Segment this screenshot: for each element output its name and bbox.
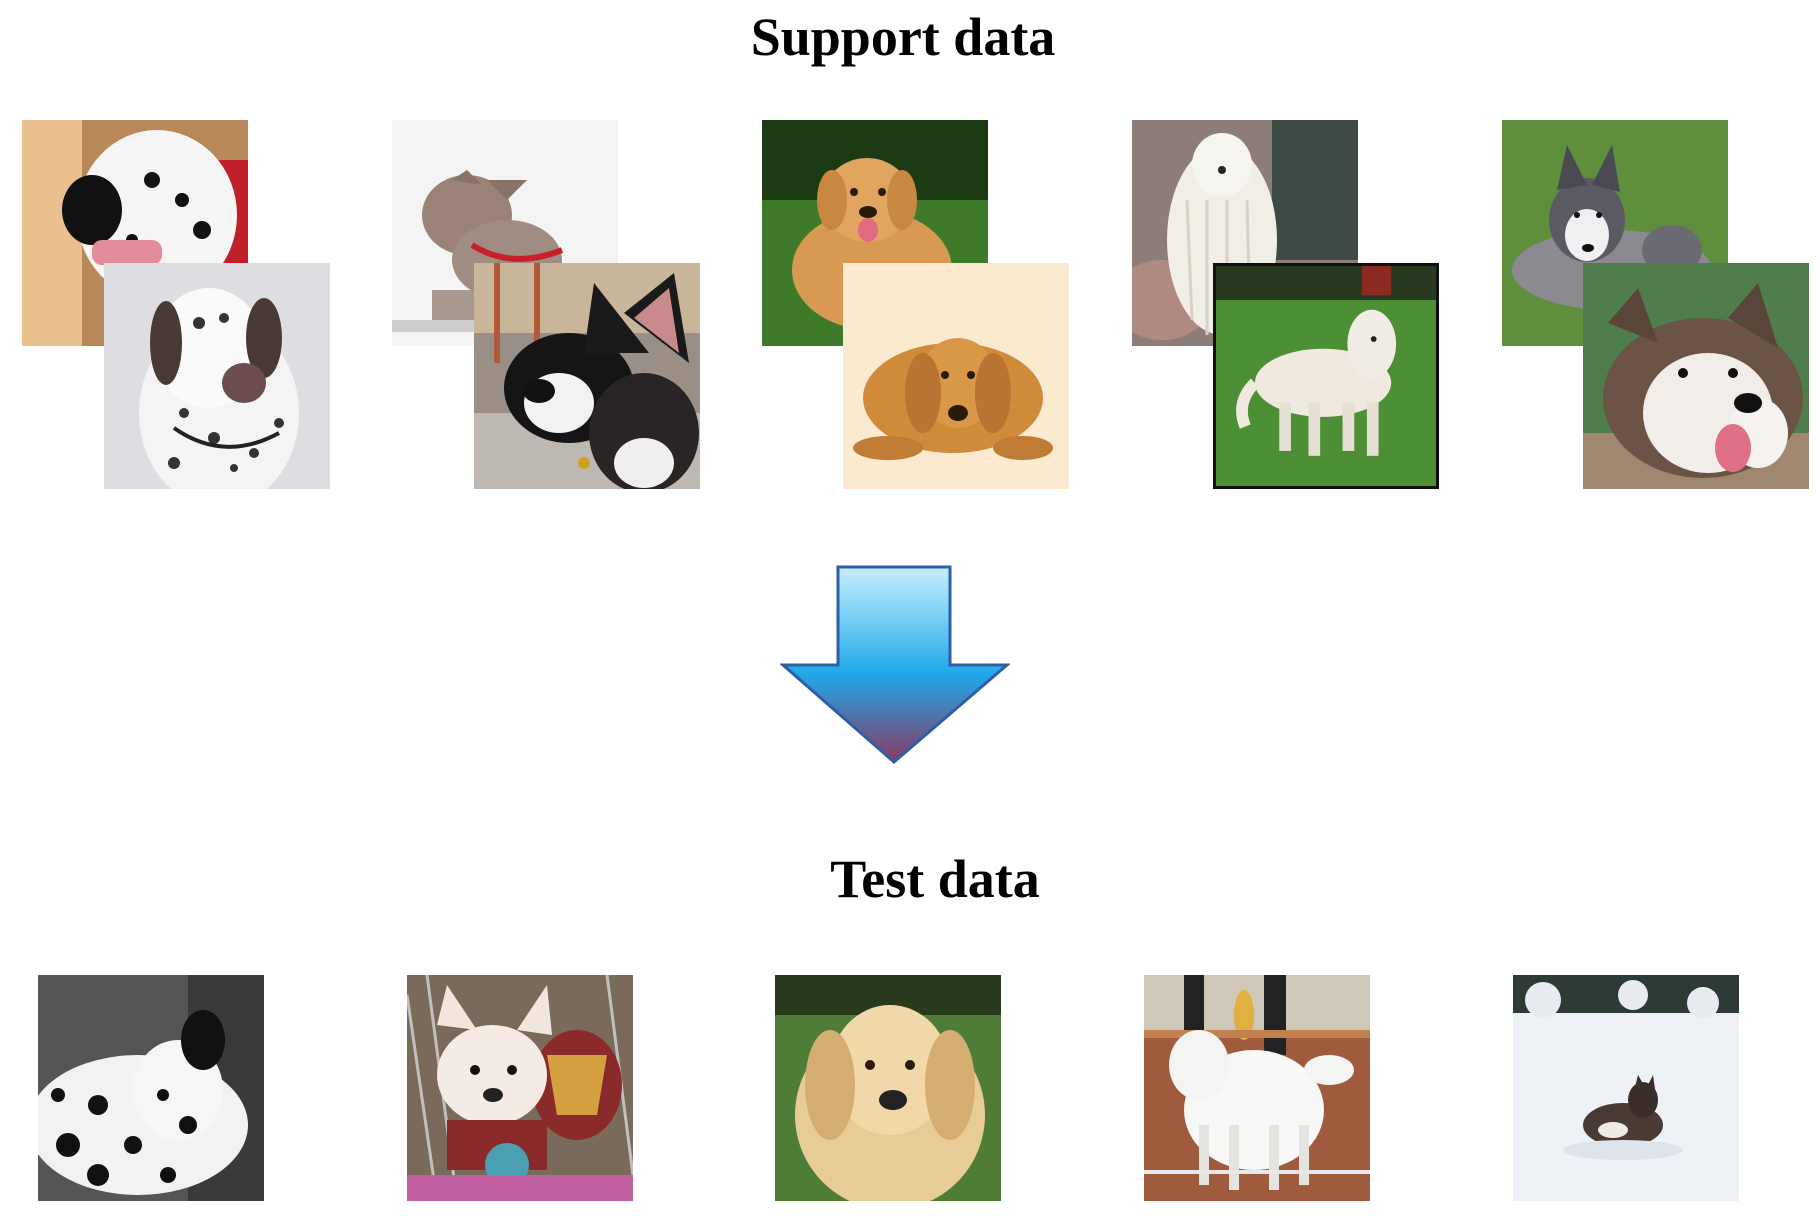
golden-retriever-photo-icon	[843, 263, 1069, 489]
support-data-title: Support data	[750, 7, 1056, 67]
bulldog-photo-icon	[474, 263, 700, 489]
husky-photo-icon	[1513, 975, 1739, 1201]
test-komondor	[1144, 975, 1370, 1201]
komondor-photo-icon	[1144, 975, 1370, 1201]
support-dalmatian-front	[104, 263, 330, 489]
golden-retriever-photo-icon	[775, 975, 1001, 1201]
husky-photo-icon	[1583, 263, 1809, 489]
down-arrow-icon	[780, 565, 1010, 764]
support-golden-front	[843, 263, 1069, 489]
support-komondor-front	[1213, 263, 1439, 489]
bulldog-photo-icon	[407, 975, 633, 1201]
test-golden	[775, 975, 1001, 1201]
test-data-title: Test data	[830, 849, 1040, 909]
test-husky	[1513, 975, 1739, 1201]
test-dalmatian	[38, 975, 264, 1201]
dalmatian-photo-icon	[38, 975, 264, 1201]
komondor-photo-icon	[1216, 266, 1436, 486]
test-bulldog	[407, 975, 633, 1201]
support-bulldog-front	[474, 263, 700, 489]
support-husky-front	[1583, 263, 1809, 489]
dalmatian-photo-icon	[104, 263, 330, 489]
